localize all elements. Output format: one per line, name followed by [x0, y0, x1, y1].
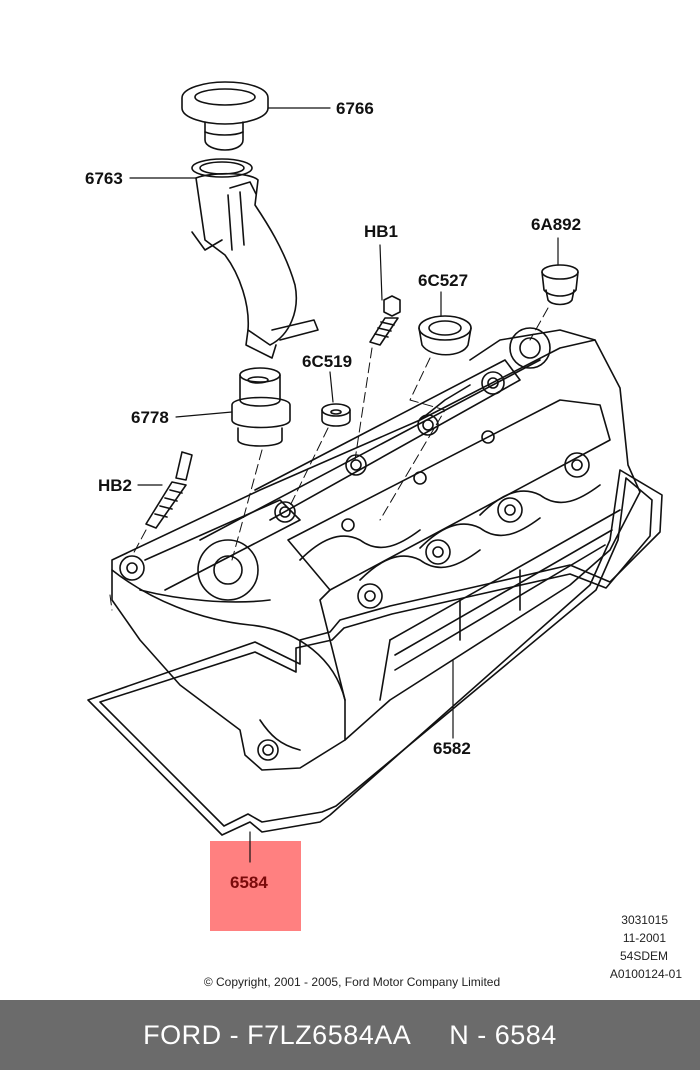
- grommet-6c519-drawing: [321, 403, 351, 427]
- valve-cover-drawing: [111, 327, 641, 771]
- meta-line-1: 3031015: [621, 913, 668, 927]
- callout-6c519: 6C519: [302, 352, 352, 371]
- bolt-hb1-drawing: [369, 295, 401, 346]
- leader-lines: [129, 107, 559, 863]
- callout-hb2: HB2: [98, 476, 132, 495]
- oil-filler-adapter-drawing: [231, 367, 291, 447]
- callout-6584: 6584: [230, 873, 268, 892]
- meta-line-4: A0100124-01: [610, 967, 682, 981]
- valve-cover-gasket-drawing: [87, 469, 663, 836]
- callout-6a892: 6A892: [531, 215, 581, 234]
- oil-filler-tube-drawing: [191, 172, 319, 359]
- callout-6766: 6766: [336, 99, 374, 118]
- callout-6778: 6778: [131, 408, 169, 427]
- highlight-box-6584: [210, 841, 301, 931]
- callout-6763: 6763: [85, 169, 123, 188]
- callout-6c527: 6C527: [418, 271, 468, 290]
- callout-hb1: HB1: [364, 222, 398, 241]
- part-number-footer: FORD - F7LZ6584AA N - 6584: [0, 1000, 700, 1070]
- meta-line-2: 11-2001: [623, 931, 666, 945]
- reference-number: N - 6584: [449, 1019, 557, 1050]
- oil-filler-cap-drawing: [181, 81, 269, 151]
- alignment-lines: [109, 307, 549, 611]
- stud-hb2-drawing: [145, 451, 193, 529]
- exploded-parts-diagram: 6766 6763 HB1 6A892 6C527 6C519 6778 HB2…: [85, 81, 682, 989]
- copyright-notice: © Copyright, 2001 - 2005, Ford Motor Com…: [204, 975, 500, 989]
- meta-line-3: 54SDEM: [620, 949, 668, 963]
- callout-6582: 6582: [433, 739, 471, 758]
- seal-6c527-drawing: [418, 315, 472, 356]
- plug-6a892-drawing: [541, 264, 579, 306]
- brand-part-number: FORD - F7LZ6584AA: [143, 1019, 412, 1050]
